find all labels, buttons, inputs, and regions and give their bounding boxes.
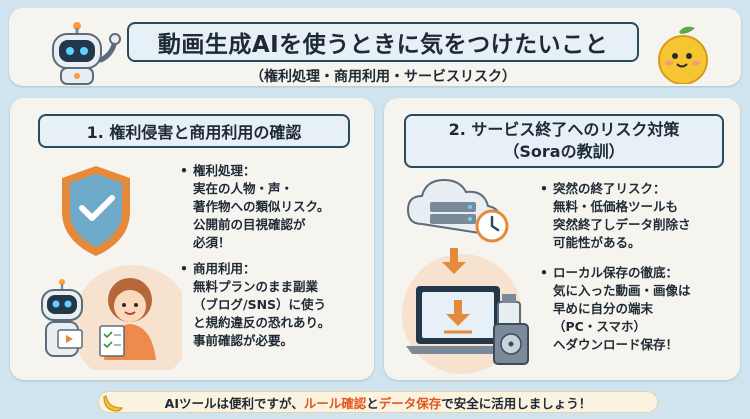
bullet-dot: • <box>180 163 188 178</box>
section-title-line: （Soraの教訓） <box>503 142 625 161</box>
bullet-dot: • <box>540 265 548 280</box>
bullet-line: と規約違反の恐れあり。 <box>193 315 331 330</box>
mango-mascot-icon <box>658 26 708 84</box>
footer-text: と <box>366 395 379 411</box>
bullet-line: （ブログ/SNS）に使う <box>193 297 327 312</box>
bullet-line: へダウンロード保存！ <box>553 337 679 352</box>
cloud-server-icon <box>402 178 529 374</box>
bullet-dot: • <box>180 261 188 276</box>
bullet-line: 実在の人物・声・ <box>193 181 294 196</box>
page-title: 動画生成AIを使うときに気をつけたいこと <box>127 22 639 62</box>
footer-text: で安全に活用しましょう！ <box>441 395 592 411</box>
bullet-line: 必須！ <box>193 235 231 250</box>
robot-icon <box>52 22 121 85</box>
bullet-line: 早めに自分の端末 <box>553 301 654 316</box>
bullet-line: 事前確認が必要。 <box>193 333 294 348</box>
footer-highlight-rules: ルール確認 <box>303 395 367 411</box>
bullet-sudden-termination: • 突然の終了リスク： 無料・低価格ツールも 突然終了しデータ削除さ 可能性があ… <box>540 180 736 252</box>
bullet-rights-processing: • 権利処理： 実在の人物・声・ 著作物への類似リスク。 公開前の目視確認が 必… <box>180 162 370 252</box>
footer-text: AIツールは便利ですが、 <box>164 395 304 411</box>
rights-section-title: 1. 権利侵害と商用利用の確認 <box>38 114 350 148</box>
bullet-line: 無料・低価格ツールも <box>553 199 679 214</box>
bullet-line: 公開前の目視確認が <box>193 217 306 232</box>
service-risk-section-title: 2. サービス終了へのリスク対策 （Soraの教訓） <box>404 114 724 168</box>
section-title-line: 2. サービス終了へのリスク対策 <box>448 120 680 139</box>
bullet-line: 気に入った動画・画像は <box>553 283 691 298</box>
header-card: 動画生成AIを使うときに気をつけたいこと （権利処理・商用利用・サービスリスク） <box>9 8 741 86</box>
bullet-line: （PC・スマホ） <box>553 319 646 334</box>
bullet-commercial-use: • 商用利用： 無料プランのまま副業 （ブログ/SNS）に使う と規約違反の恐れ… <box>180 260 370 350</box>
bullet-line: 可能性がある。 <box>553 235 641 250</box>
service-risk-panel: 2. サービス終了へのリスク対策 （Soraの教訓） • 突然の終了リスク： 無… <box>384 98 740 380</box>
bullet-local-save: • ローカル保存の徹底： 気に入った動画・画像は 早めに自分の端末 （PC・スマ… <box>540 264 736 354</box>
bullet-line: 無料プランのまま副業 <box>193 279 319 294</box>
bullet-dot: • <box>540 181 548 196</box>
bullet-line: 著作物への類似リスク。 <box>193 199 330 214</box>
bullet-heading: 突然の終了リスク： <box>553 181 666 196</box>
shield-check-icon <box>41 166 182 370</box>
footer-banner: AIツールは便利ですが、ルール確認とデータ保存で安全に活用しましょう！ <box>98 391 658 413</box>
bullet-line: 突然終了しデータ削除さ <box>553 217 691 232</box>
footer-highlight-data-save: データ保存 <box>378 395 442 411</box>
bullet-heading: 商用利用： <box>193 261 256 276</box>
page-subtitle: （権利処理・商用利用・サービスリスク） <box>250 69 516 85</box>
bullet-heading: ローカル保存の徹底： <box>553 265 679 280</box>
bullet-heading: 権利処理： <box>193 163 256 178</box>
rights-panel: 1. 権利侵害と商用利用の確認 • 権利処理： 実在の人物・声・ 著作 <box>10 98 374 380</box>
banana-icon <box>103 395 124 412</box>
